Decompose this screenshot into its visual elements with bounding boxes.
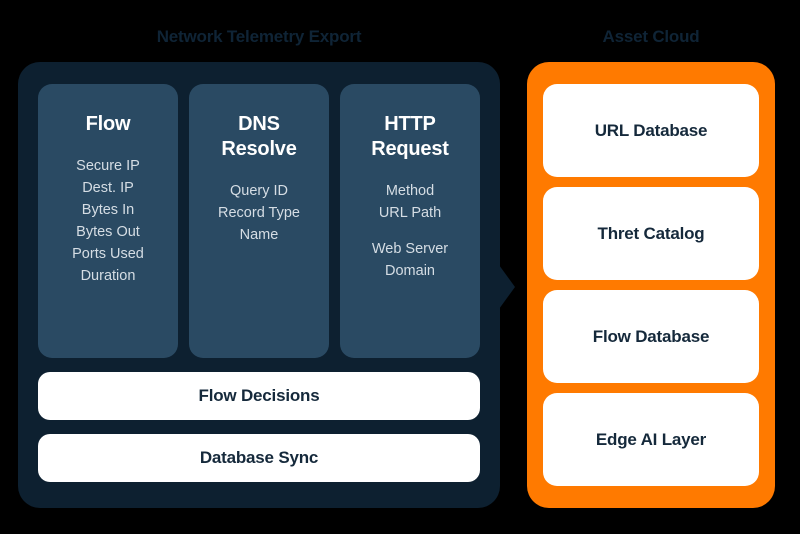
card-title-line: HTTP [384,113,436,135]
telemetry-card-row: Flow Secure IP Dest. IP Bytes In Bytes O… [38,84,480,358]
card-item: URL Path [378,205,442,221]
telemetry-bar-list: Flow Decisions Database Sync [38,372,480,496]
asset-card-edge-ai-layer[interactable]: Edge AI Layer [543,393,759,486]
card-item-list: Query ID Record Type Name [218,180,300,246]
card-item: Query ID [229,183,288,199]
left-panel-title: Network Telemetry Export [156,27,362,46]
right-panel-title: Asset Cloud [602,27,700,46]
card-title-line: Flow [85,113,131,135]
asset-card-url-database[interactable]: URL Database [543,84,759,177]
telemetry-card-http-request[interactable]: HTTP Request Method URL Path Web Server … [340,84,480,358]
asset-cloud-panel: URL Database Thret Catalog Flow Database… [527,62,775,508]
card-item: Ports Used [72,246,144,262]
asset-card-label: Edge AI Layer [595,429,707,449]
card-item: Dest. IP [82,180,134,196]
card-item: Method [385,183,435,199]
card-item: Bytes In [81,202,135,218]
bar-label: Flow Decisions [198,386,320,405]
card-item: Record Type [218,205,300,221]
card-title: Flow [86,112,131,137]
asset-card-label: Thret Catalog [597,223,705,243]
card-item: Web Server Domain [371,241,449,279]
asset-card-flow-database[interactable]: Flow Database [543,290,759,383]
card-title-line: Resolve [221,138,297,160]
bar-label: Database Sync [199,448,319,467]
card-item-list: Method URL Path Web Server Domain [360,180,460,282]
card-title: HTTP Request [371,112,449,162]
card-item: Name [239,227,279,243]
telemetry-card-flow[interactable]: Flow Secure IP Dest. IP Bytes In Bytes O… [38,84,178,358]
asset-cloud-card-list: URL Database Thret Catalog Flow Database… [543,84,759,486]
network-telemetry-export-panel: Flow Secure IP Dest. IP Bytes In Bytes O… [18,62,500,508]
asset-card-thret-catalog[interactable]: Thret Catalog [543,187,759,280]
card-title: DNS Resolve [221,112,297,162]
card-title-line: Request [371,138,449,160]
card-item: Duration [80,268,136,284]
card-item: Secure IP [76,158,140,174]
arrow-right-icon [499,265,515,309]
asset-card-label: URL Database [594,120,708,140]
card-item-list: Secure IP Dest. IP Bytes In Bytes Out Po… [72,155,144,287]
card-item: Bytes Out [76,224,140,240]
bar-database-sync[interactable]: Database Sync [38,434,480,482]
card-title-line: DNS [238,113,280,135]
asset-card-label: Flow Database [592,326,710,346]
bar-flow-decisions[interactable]: Flow Decisions [38,372,480,420]
telemetry-card-dns-resolve[interactable]: DNS Resolve Query ID Record Type Name [189,84,329,358]
